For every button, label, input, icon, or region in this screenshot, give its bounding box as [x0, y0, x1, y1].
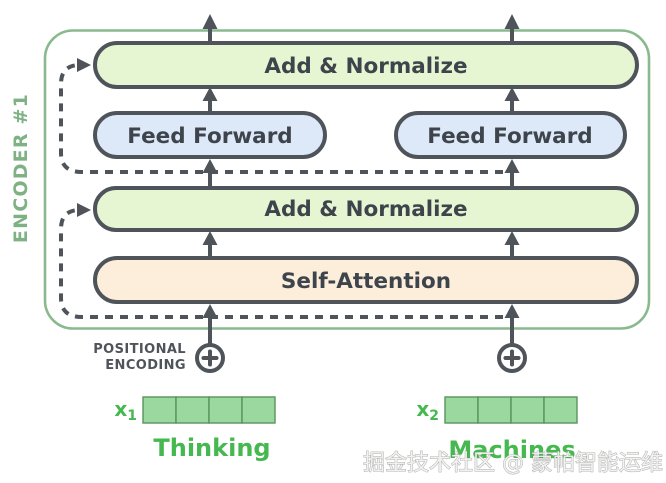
encoder-label: ENCODER #1 [10, 93, 32, 243]
embedding-cell [142, 396, 177, 424]
arrow-up-icon [202, 87, 218, 101]
watermark-text: 掘金技术社区 @ 蒙帕智能运维 [363, 451, 663, 476]
x2-subscript: 2 [429, 408, 439, 424]
self-attention-label: Self-Attention [281, 269, 451, 294]
embedding-cell [208, 396, 243, 424]
arrow-up-icon [202, 14, 218, 29]
positional-encoding-add-right [497, 343, 527, 373]
arrow-up-icon [202, 231, 218, 245]
residual-arrowhead-lower-icon [77, 203, 91, 217]
arrow-up-icon [504, 14, 520, 29]
positional-encoding-label-line1: POSITIONAL [93, 342, 186, 357]
encoder-frame [43, 29, 651, 330]
x2-var: x [416, 397, 429, 421]
embedding-vector-x2 [444, 396, 578, 424]
token-word-machines: Machines [448, 436, 575, 464]
embedding-cell [175, 396, 210, 424]
arrow-up-icon [202, 159, 218, 173]
embedding-cell [477, 396, 512, 424]
add-normalize-bottom-box [93, 186, 639, 232]
positional-encoding-add-left [195, 343, 225, 373]
residual-connection-lower [59, 203, 503, 319]
residual-connection-upper [59, 58, 503, 174]
add-normalize-bottom-label: Add & Normalize [264, 197, 467, 222]
flow-arrows-left-column [202, 14, 218, 344]
arrow-up-icon [504, 87, 520, 101]
self-attention-box [93, 256, 639, 304]
add-normalize-top-box [93, 41, 639, 89]
embedding-cell [241, 396, 276, 424]
residual-dashed-path-lower [59, 208, 503, 319]
token-word-thinking: Thinking [153, 434, 270, 462]
positional-encoding-label-line2: ENCODING [105, 358, 186, 373]
add-normalize-top-label: Add & Normalize [264, 54, 467, 79]
x1-label: x1 [114, 397, 137, 424]
residual-dashed-path-upper [59, 63, 503, 174]
flow-arrows-right-column [504, 14, 520, 344]
embedding-vector-x1 [142, 396, 276, 424]
embedding-cell [543, 396, 578, 424]
arrow-up-icon [504, 159, 520, 173]
arrow-up-icon [202, 304, 218, 318]
arrow-up-icon [504, 231, 520, 245]
residual-arrowhead-upper-icon [77, 58, 91, 72]
x1-subscript: 1 [127, 408, 137, 424]
arrow-up-icon [504, 304, 520, 318]
feed-forward-left-label: Feed Forward [127, 124, 292, 149]
x1-var: x [114, 397, 127, 421]
feed-forward-right-label: Feed Forward [427, 124, 592, 149]
x2-label: x2 [416, 397, 439, 424]
embedding-cell [444, 396, 479, 424]
embedding-cell [510, 396, 545, 424]
